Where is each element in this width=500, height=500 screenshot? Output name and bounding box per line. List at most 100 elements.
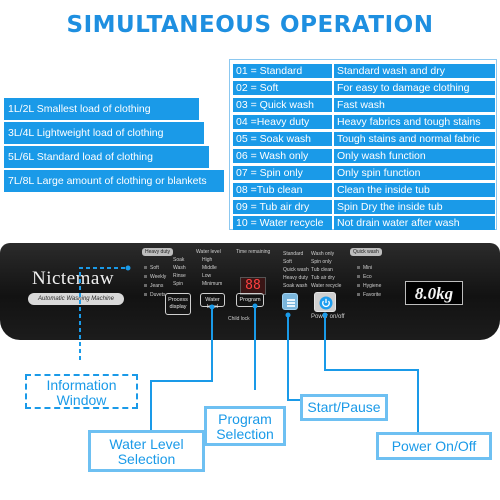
connector-dot <box>252 303 258 309</box>
program-description: Fast wash <box>334 98 495 112</box>
water-level-connector <box>150 307 213 430</box>
program-description: Clean the inside tub <box>334 183 495 197</box>
start-pause-callout: Start/Pause <box>300 394 388 421</box>
program-description: For easy to damage clothing <box>334 81 495 95</box>
connector-dot <box>322 312 328 318</box>
program-description: Standard wash and dry <box>334 64 495 78</box>
program-code: 09 = Tub air dry <box>233 200 332 214</box>
process-label: Wash <box>173 265 186 271</box>
power-connector <box>324 315 419 445</box>
program-label: Tub air dry <box>311 275 335 281</box>
program-row: 04 =Heavy duty Heavy fabrics and tough s… <box>233 115 495 129</box>
connector-dots <box>125 265 328 318</box>
capacity-row: 1L/2L Smallest load of clothing <box>4 98 199 120</box>
page-title: SIMULTANEOUS OPERATION <box>66 12 434 38</box>
level-label: Minimum <box>202 281 223 287</box>
led-indicator <box>357 293 360 296</box>
led-indicator <box>144 284 147 287</box>
program-row: 10 = Water recycle Not drain water after… <box>233 216 495 230</box>
process-display-label: Process <box>168 297 188 303</box>
connector-dot <box>125 265 131 271</box>
program-label: Soak wash <box>283 283 308 289</box>
capacity-row: 5L/6L Standard load of clothing <box>4 146 209 168</box>
left-indicator-pill: Heavy duty <box>142 248 174 256</box>
callout-label: Window <box>56 392 107 408</box>
program-row: 09 = Tub air dry Spin Dry the inside tub <box>233 200 495 214</box>
program-description: Only spin function <box>334 166 495 180</box>
program-code: 02 = Soft <box>233 81 332 95</box>
led-indicator <box>357 284 360 287</box>
option-label: Soft <box>150 265 159 271</box>
program-label: Soft <box>283 259 292 265</box>
program-label: Spin only <box>311 259 332 265</box>
option-label: Weekly <box>150 274 167 280</box>
right-indicator-pill: Quick wash <box>350 248 382 256</box>
program-label: Wash only <box>311 251 335 257</box>
program-label: Tub clean <box>311 267 333 273</box>
callout-label: Selection <box>216 426 274 442</box>
led-indicator <box>144 275 147 278</box>
capacity-row: 7L/8L Large amount of clothing or blanke… <box>4 170 224 192</box>
power-callout: Power On/Off <box>376 432 492 460</box>
program-code: 06 = Wash only <box>233 149 332 163</box>
connector-dot <box>209 304 215 310</box>
option-label: Mini <box>363 265 373 271</box>
start-pause-button[interactable] <box>282 293 298 310</box>
water-level-callout: Water Level Selection <box>88 430 205 472</box>
brand-logo: Nictemaw <box>32 268 115 289</box>
program-code: 05 = Soak wash <box>233 132 332 146</box>
process-label: Spin <box>173 281 184 287</box>
program-row: 07 = Spin only Only spin function <box>233 166 495 180</box>
process-display-button[interactable]: Process display <box>165 293 191 315</box>
program-row: 08 =Tub clean Clean the inside tub <box>233 183 495 197</box>
information-window-connector <box>79 267 128 360</box>
program-description: Spin Dry the inside tub <box>334 200 495 214</box>
information-window-callout: Information Window <box>25 374 138 409</box>
power-label: Power on/off <box>311 314 345 320</box>
program-code: 04 =Heavy duty <box>233 115 332 129</box>
program-table: 01 = Standard Standard wash and dry 02 =… <box>229 59 497 230</box>
level-label: High <box>202 257 213 263</box>
program-label: Heavy duty <box>283 275 309 281</box>
option-label: Jeans <box>150 283 164 289</box>
time-remaining-label: Time remaining <box>236 249 271 255</box>
led-indicator <box>144 293 147 296</box>
program-button[interactable]: Program <box>236 293 264 307</box>
program-description: Tough stains and normal fabric <box>334 132 495 146</box>
program-label: Standard <box>283 251 304 257</box>
option-label: Hygiene <box>363 283 382 289</box>
program-label: Water recycle <box>311 283 342 289</box>
program-code: 01 = Standard <box>233 64 332 78</box>
capacity-row: 3L/4L Lightweight load of clothing <box>4 122 204 144</box>
information-window-display: 88 <box>240 277 266 295</box>
program-description: Not drain water after wash <box>334 216 495 230</box>
callout-label: Selection <box>117 451 176 467</box>
capacity-label: 8.0kg <box>405 281 463 305</box>
program-row: 03 = Quick wash Fast wash <box>233 98 495 112</box>
process-label: Rinse <box>173 273 186 279</box>
start-pause-connector <box>287 315 300 401</box>
power-icon <box>319 296 333 310</box>
water-level-header: Water level <box>196 249 221 255</box>
program-description: Heavy fabrics and tough stains <box>334 115 495 129</box>
callout-label: Information <box>46 377 117 393</box>
process-label: Soak <box>173 257 185 263</box>
process-display-label: display <box>169 304 187 310</box>
program-code: 07 = Spin only <box>233 166 332 180</box>
led-indicator <box>357 275 360 278</box>
brand-tagline: Automatic Washing Machine <box>28 293 124 305</box>
option-label: Duvets <box>150 292 166 298</box>
level-label: Middle <box>202 265 217 271</box>
option-label: Favorite <box>363 292 382 298</box>
option-label: Eco <box>363 274 372 280</box>
program-row: 06 = Wash only Only wash function <box>233 149 495 163</box>
level-label: Low <box>202 273 212 279</box>
program-description: Only wash function <box>334 149 495 163</box>
program-selection-callout: Program Selection <box>204 406 286 446</box>
power-button[interactable] <box>314 292 336 312</box>
led-indicator <box>144 266 147 269</box>
led-indicator <box>357 266 360 269</box>
program-label: Quick wash <box>283 267 309 273</box>
connector-dot <box>285 312 291 318</box>
